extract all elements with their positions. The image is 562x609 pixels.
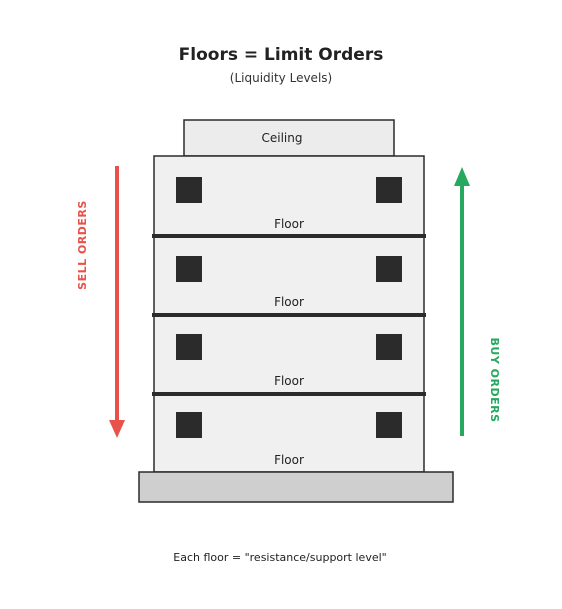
window-icon [376,256,402,282]
window-icon [176,177,202,203]
floor-label-1: Floor [274,217,304,231]
window-icon [376,334,402,360]
floor-label-3: Floor [274,374,304,388]
floor-label-4: Floor [274,453,304,467]
ground-slab [138,471,454,503]
footnote: Each floor = "resistance/support level" [173,551,386,564]
diagram-subtitle: (Liquidity Levels) [230,71,332,85]
ceiling-label: Ceiling [262,131,303,145]
window-icon [376,177,402,203]
ceiling-box [183,119,395,157]
window-icon [376,412,402,438]
sell-arrow-icon [109,420,125,438]
buy-orders-label: BUY ORDERS [488,338,501,423]
window-icon [176,412,202,438]
sell-orders-label: SELL ORDERS [76,200,89,290]
floor-label-2: Floor [274,295,304,309]
buy-arrow-icon [454,167,470,186]
window-icon [176,256,202,282]
window-icon [176,334,202,360]
diagram-title: Floors = Limit Orders [179,45,384,65]
